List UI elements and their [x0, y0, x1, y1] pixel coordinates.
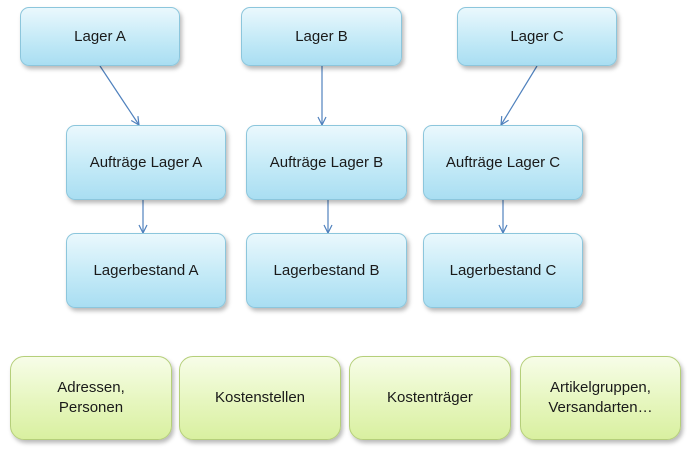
- node-auftraege-a: Aufträge Lager A: [66, 125, 226, 200]
- node-bestand-b: Lagerbestand B: [246, 233, 407, 308]
- node-bestand-c-label: Lagerbestand C: [449, 261, 557, 279]
- node-kostenstellen-label: Kostenstellen: [214, 389, 306, 406]
- node-lager-c-label: Lager C: [510, 27, 564, 45]
- node-auftraege-b-label: Aufträge Lager B: [269, 153, 384, 171]
- node-bestand-b-label: Lagerbestand B: [273, 261, 380, 279]
- node-artikelgruppen-versandarten-label: Artikelgruppen, Versandarten…: [548, 379, 653, 416]
- node-lager-c: Lager C: [457, 7, 617, 66]
- node-artikelgruppen-versandarten: Artikelgruppen, Versandarten…: [520, 356, 681, 440]
- node-auftraege-b: Aufträge Lager B: [246, 125, 407, 200]
- node-bestand-a: Lagerbestand A: [66, 233, 226, 308]
- node-lager-b: Lager B: [241, 7, 402, 66]
- node-bestand-c: Lagerbestand C: [423, 233, 583, 308]
- node-auftraege-a-label: Aufträge Lager A: [89, 153, 203, 171]
- arrow-lager-c-to-auftraege-c: [501, 65, 538, 125]
- node-auftraege-c: Aufträge Lager C: [423, 125, 583, 200]
- node-adressen-personen-label: Adressen, Personen: [57, 379, 125, 416]
- node-kostentraeger-label: Kostenträger: [387, 389, 473, 406]
- node-kostentraeger: Kostenträger: [349, 356, 511, 440]
- node-lager-a: Lager A: [20, 7, 180, 66]
- node-auftraege-c-label: Aufträge Lager C: [445, 153, 561, 171]
- node-bestand-a-label: Lagerbestand A: [93, 261, 199, 279]
- node-adressen-personen: Adressen, Personen: [10, 356, 172, 440]
- node-kostenstellen: Kostenstellen: [179, 356, 341, 440]
- node-lager-a-label: Lager A: [74, 27, 126, 45]
- arrow-lager-a-to-auftraege-a: [99, 65, 139, 125]
- node-lager-b-label: Lager B: [295, 27, 348, 45]
